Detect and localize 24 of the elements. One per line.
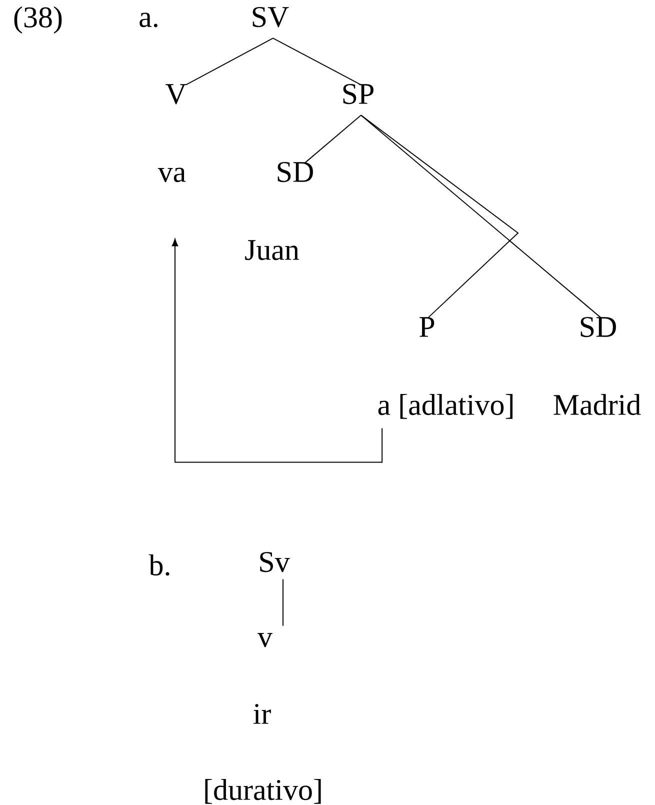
tree-label: va [158, 168, 186, 182]
tree-branch [272, 38, 362, 86]
example-label: b. [148, 554, 170, 576]
tree-branch [304, 114, 362, 164]
tree-label: Juan [245, 240, 300, 260]
tree-label: [durativo] [205, 779, 321, 804]
tree-label: SV [252, 6, 289, 28]
tree-label: Sv [260, 552, 290, 572]
example-label: a. [140, 12, 158, 28]
tree-label: SD [580, 316, 616, 338]
tree-label: SD [278, 162, 313, 182]
tree-branch [360, 114, 519, 318]
tree-branch [360, 114, 602, 318]
example-label: (38) [14, 6, 62, 34]
tree-branch [282, 578, 284, 626]
tree-branch [186, 38, 274, 86]
tree-label: V [166, 84, 186, 104]
tree-label: v [258, 633, 272, 648]
tree-label: a [adlativo] [378, 394, 513, 419]
arrow [172, 238, 383, 463]
tree-label: P [420, 317, 434, 337]
tree-label: Madrid [554, 394, 641, 416]
tree-label: SP [343, 84, 374, 104]
tree-label: ir [253, 704, 271, 724]
